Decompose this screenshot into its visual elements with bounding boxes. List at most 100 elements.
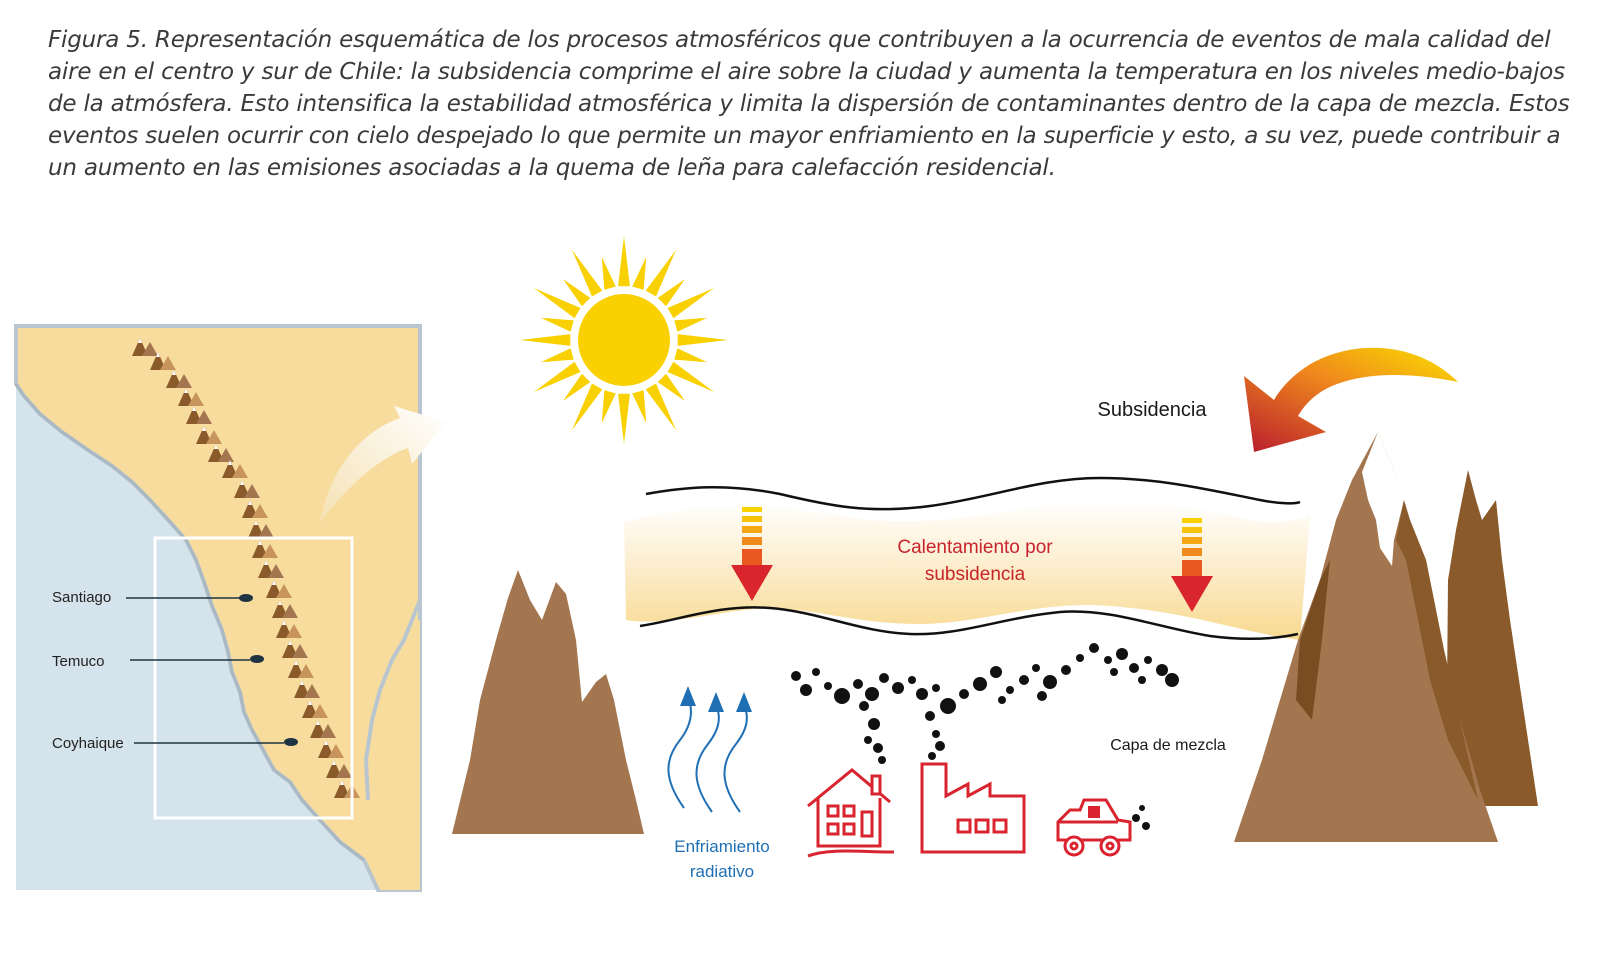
mixing-layer-label: Capa de mezcla: [1110, 737, 1226, 754]
subsidence-arrow-icon: [1244, 347, 1458, 452]
smoke-particle: [864, 736, 872, 744]
zoom-arrow-icon: [320, 406, 446, 522]
smoke-particle: [1089, 643, 1099, 653]
mountain-peak-icon: [132, 338, 158, 356]
mountain-peak-icon: [150, 352, 176, 370]
mountain-peak-icon: [302, 700, 328, 718]
sun-ray: [645, 249, 676, 297]
smoke-particle: [1032, 664, 1040, 672]
smoke-particle: [868, 718, 880, 730]
smoke-particle: [959, 689, 969, 699]
sun-ray: [601, 390, 616, 424]
figure-label: Figura 5.: [48, 27, 148, 53]
car-icon: [1056, 798, 1132, 857]
smoke-particle: [1061, 665, 1071, 675]
sun-ray: [601, 256, 616, 290]
mountain-peak-icon: [294, 680, 320, 698]
smoke-particle: [990, 666, 1002, 678]
mountain-peak-icon: [208, 444, 234, 462]
smoke-particle: [1165, 673, 1179, 687]
sun-ray: [540, 317, 574, 332]
smoke-particle: [908, 676, 916, 684]
smoke-particle: [1006, 686, 1014, 694]
smoke-particle: [1144, 656, 1152, 664]
figure-caption-text: Representación esquemática de los proces…: [48, 27, 1570, 181]
sun-ray: [563, 279, 591, 307]
mountain-peak-icon: [258, 560, 284, 578]
zoom-box: [153, 536, 354, 820]
sun-ray: [618, 236, 630, 287]
mountain-peak-icon: [288, 660, 314, 678]
mountain-peak-icon: [222, 460, 248, 478]
sun-ray: [674, 317, 708, 332]
smoke-particle: [973, 677, 987, 691]
smoke-particle: [935, 741, 945, 751]
figure-caption: Figura 5. Representación esquemática de …: [48, 24, 1588, 184]
mountain-peak-icon: [186, 406, 212, 424]
sun-ray: [677, 334, 728, 346]
smoke-particle: [1142, 822, 1150, 830]
smoke-particle: [1132, 814, 1140, 822]
back-peak: [1446, 470, 1538, 806]
smoke-particle: [1116, 648, 1128, 660]
mountain-peak-icon: [248, 520, 274, 538]
warming-arrow-right: [1171, 518, 1213, 612]
smoke-particle: [859, 701, 869, 711]
smoke-particle: [1076, 654, 1084, 662]
smoke-particle: [800, 684, 812, 696]
sun-ray: [533, 361, 581, 392]
warm-layer-band: [624, 500, 1310, 640]
city-santiago: Santiago: [52, 589, 111, 606]
smoke-particle: [916, 688, 928, 700]
right-mountains: [1234, 432, 1538, 842]
lower-boundary-line: [639, 606, 1299, 641]
mountain-peak-icon: [272, 600, 298, 618]
warming-label-line2: subsidencia: [925, 564, 1026, 585]
mountain-peak-icon: [282, 640, 308, 658]
smoke-particle: [878, 756, 886, 764]
smoke-particle: [1019, 675, 1029, 685]
subsidence-label: Subsidencia: [1098, 399, 1208, 421]
smoke-particle: [932, 684, 940, 692]
map-land-east: [360, 620, 420, 890]
mountain-peak-icon: [242, 500, 268, 518]
sun-ray: [657, 373, 685, 401]
mountain-peak-icon: [276, 620, 302, 638]
mid-peak-shadow: [1296, 560, 1330, 720]
smoke-particle: [791, 671, 801, 681]
sun-ray: [520, 334, 571, 346]
smoke-particle: [1139, 805, 1145, 811]
mountain-peak-icon: [252, 540, 278, 558]
cooling-label-line2: radiativo: [690, 862, 754, 881]
map-east-coast: [363, 599, 422, 801]
smoke-particle: [892, 682, 904, 694]
smoke-particle: [932, 730, 940, 738]
mountain-peak-icon: [166, 370, 192, 388]
cooling-label-line1: Enfriamiento: [674, 837, 769, 856]
mountain-peak-icon: [310, 720, 336, 738]
main-peak-snow: [1362, 432, 1404, 566]
pollution-particles: [791, 643, 1179, 830]
mountain-peak-icon: [266, 580, 292, 598]
sun-ray: [645, 383, 676, 431]
andes-mountain-chain: [132, 338, 360, 798]
smoke-particle: [1104, 656, 1112, 664]
smoke-particle: [834, 688, 850, 704]
smoke-particle: [1043, 675, 1057, 689]
upper-boundary-line: [645, 476, 1301, 511]
house-icon: [807, 768, 895, 858]
santiago-marker: [239, 594, 253, 602]
sun-ray: [657, 279, 685, 307]
sun-ray: [618, 393, 630, 444]
smoke-particle: [853, 679, 863, 689]
left-mountain: [452, 570, 644, 834]
smoke-particle: [1037, 691, 1047, 701]
coyhaique-marker: [284, 738, 298, 746]
sun-ray: [667, 361, 715, 392]
smoke-particle: [1138, 676, 1146, 684]
subsidence-layer: [624, 476, 1310, 641]
sun-ray: [533, 288, 581, 319]
sun-ray: [563, 373, 591, 401]
cooling-arrow-icon: [667, 686, 752, 813]
